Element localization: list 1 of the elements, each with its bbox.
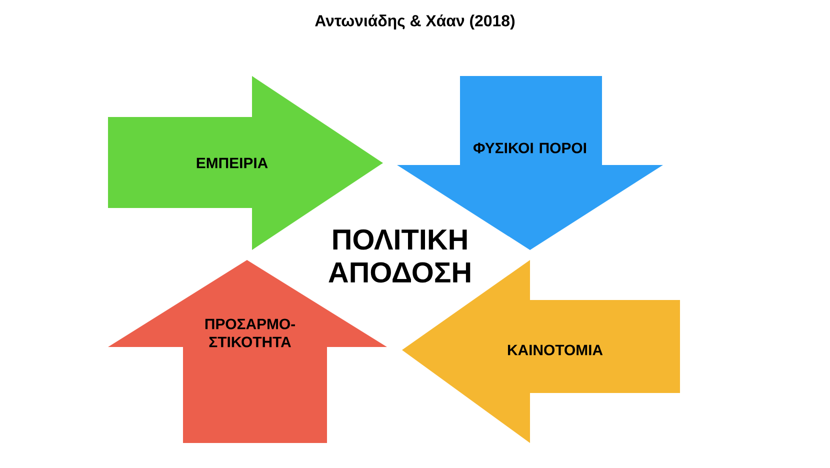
title: Αντωνιάδης & Χάαν (2018) bbox=[315, 14, 515, 30]
